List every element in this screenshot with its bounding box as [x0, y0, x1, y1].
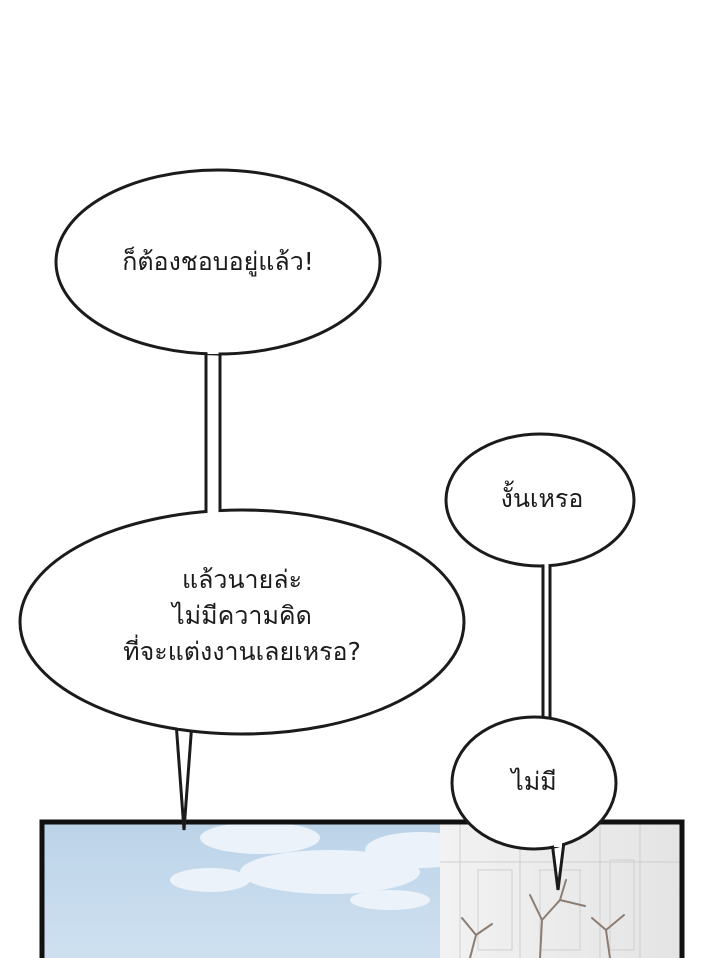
speech-bubble-2	[18, 508, 466, 736]
speech-bubbles	[18, 168, 636, 851]
bubble-2-text: แล้วนายล่ะ ไม่มีความคิด ที่จะแต่งงานเลยเ…	[40, 562, 444, 670]
bare-tree	[461, 879, 625, 958]
connector-left	[204, 346, 222, 526]
bubble-2-line-3: ที่จะแต่งงานเลยเหรอ?	[123, 637, 361, 666]
bubble-connectors	[204, 346, 552, 744]
bubble-4-line-1: ไม่มี	[511, 767, 557, 796]
bubble-1-text: ก็ต้องชอบอยู่แล้ว!	[58, 244, 378, 280]
connector-right	[541, 560, 552, 744]
panel-border	[39, 819, 685, 958]
bottom-panel	[39, 819, 685, 958]
bubble-3-line-1: งั้นเหรอ	[500, 484, 584, 513]
connector-masks	[178, 340, 562, 847]
clouds	[170, 822, 475, 910]
tail-bubble-2	[174, 720, 194, 831]
speech-bubble-4	[450, 715, 618, 851]
bubble-3-text: งั้นเหรอ	[452, 481, 632, 517]
bubble-2-line-2: ไม่มีความคิด	[172, 601, 312, 630]
bubble-1-line-1: ก็ต้องชอบอยู่แล้ว!	[122, 247, 314, 276]
speech-bubble-3	[444, 432, 636, 568]
bubble-2-line-1: แล้วนายล่ะ	[182, 565, 302, 594]
bubble-4-text: ไม่มี	[454, 764, 614, 800]
